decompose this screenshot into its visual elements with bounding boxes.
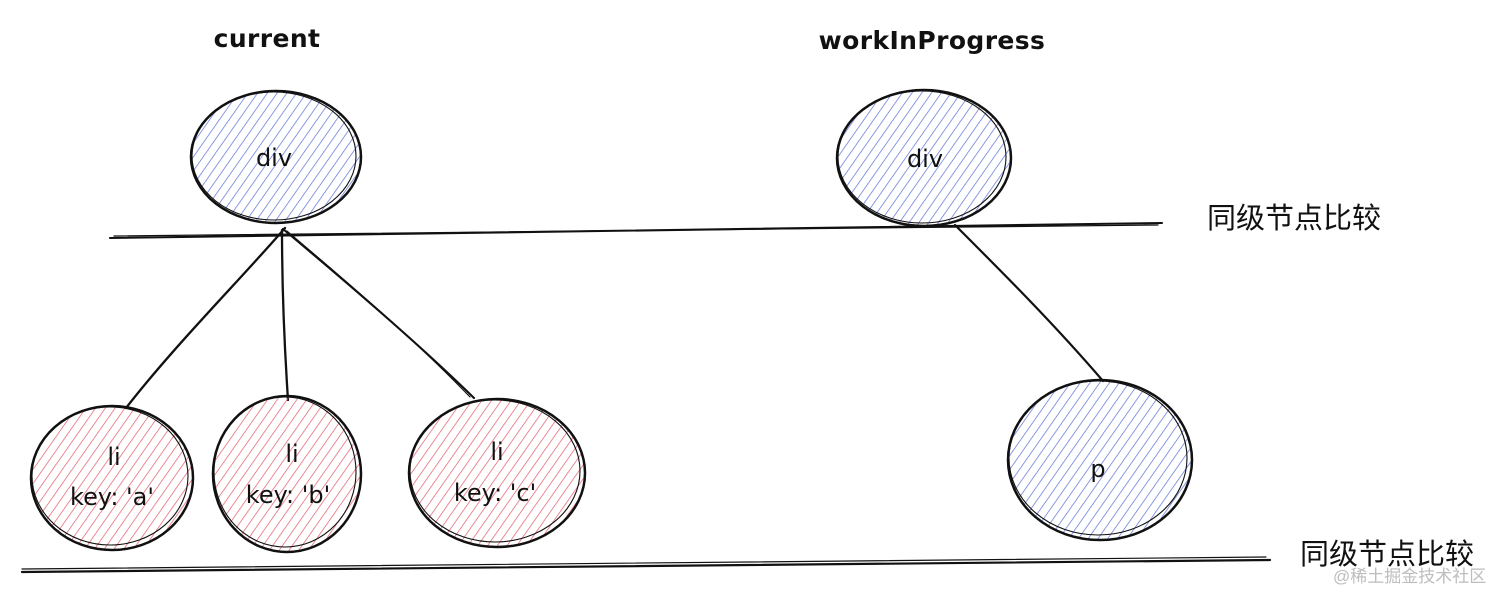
top-level-line [108, 221, 1164, 240]
work-in-progress-edge [953, 223, 1105, 383]
watermark: @稀土掘金技术社区 [1333, 567, 1486, 586]
list-item-a-tag: li [107, 443, 120, 471]
list-item-node-a: li key: 'a' [29, 404, 195, 552]
work-in-progress-title: workInProgress [819, 26, 1046, 55]
work-in-progress-child-node: p [1006, 378, 1194, 542]
work-in-progress-root-node: div [835, 88, 1013, 228]
current-root-label: div [256, 144, 292, 172]
work-in-progress-child-label: p [1090, 455, 1105, 483]
list-item-node-c: li key: 'c' [407, 397, 587, 549]
list-item-b-key: key: 'b' [246, 481, 330, 509]
list-item-node-b: li key: 'b' [211, 394, 363, 554]
current-root-node: div [189, 89, 363, 225]
work-in-progress-root-label: div [907, 145, 943, 173]
list-item-b-tag: li [285, 440, 298, 468]
list-item-c-tag: li [490, 438, 503, 466]
bottom-level-comparison-label: 同级节点比较 [1300, 538, 1474, 571]
list-item-a-key: key: 'a' [70, 483, 154, 511]
current-edges [124, 226, 476, 410]
current-title: current [214, 24, 321, 53]
list-item-c-key: key: 'c' [454, 479, 536, 507]
top-level-comparison-label: 同级节点比较 [1207, 202, 1381, 235]
bottom-level-line [20, 556, 1272, 574]
